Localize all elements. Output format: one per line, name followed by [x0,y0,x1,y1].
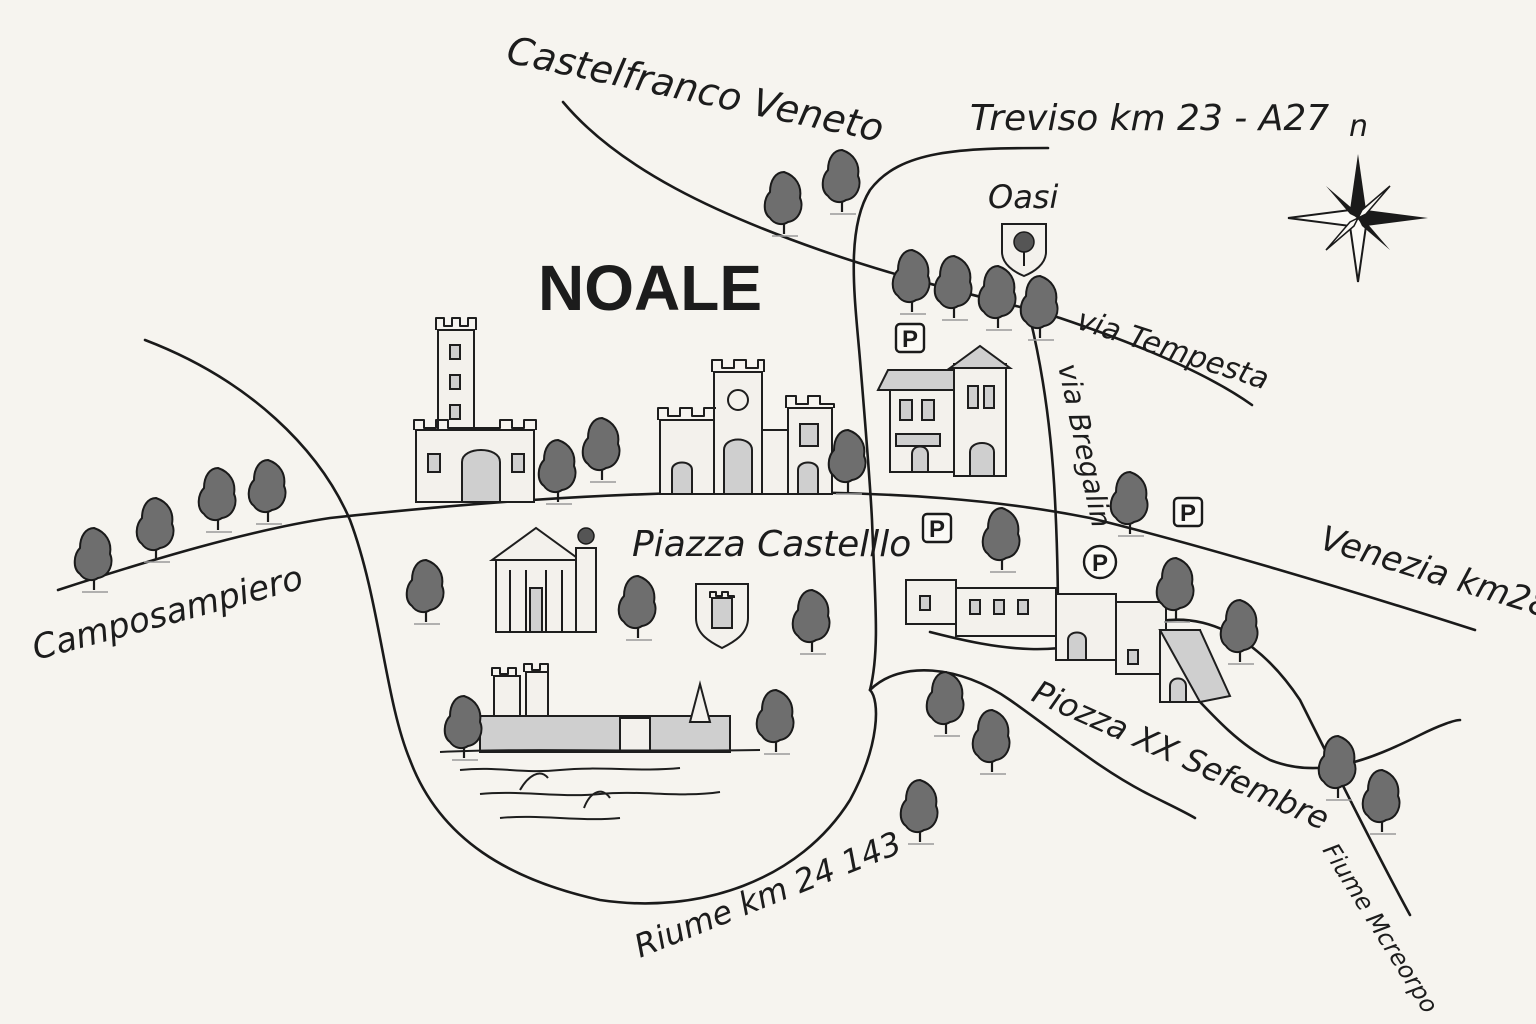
label-riume: Riume km 24 143 [629,824,907,966]
parking-icon: P [921,512,953,544]
parking-icons: P P P P [894,322,1204,580]
label-treviso: Treviso km 23 - A27 [970,98,1329,139]
label-fiume: Fiume Mcreorpo [1317,838,1444,1018]
tree-icon [971,708,1011,776]
tree-icon [933,254,973,322]
castle-tower-west [413,317,537,503]
compass-rose-icon: n [1287,109,1428,283]
parking-icon: P [894,322,926,354]
church-building [488,526,597,633]
tree-icon [925,670,965,738]
label-venezia: Venezia km28 [1315,518,1536,626]
label-piazza-castello: Piazza Castelllo [632,524,911,565]
label-oasi: Oasi [988,178,1058,216]
castle-shield-icon [695,583,749,650]
tree-icon [821,148,861,216]
tree-icon [197,466,237,534]
compass-north-label: n [1349,109,1368,144]
svg-text:P: P [929,516,945,543]
tree-icon [763,170,803,238]
svg-text:P: P [1180,500,1196,527]
arcade-row-buildings [905,579,1232,704]
tree-icon [791,588,831,656]
tree-icon [1361,768,1401,836]
label-via-tempesta: via Tempesta [1073,302,1274,397]
road-camposampiero-loop [143,338,878,905]
tree-icon [899,778,939,846]
tree-icon [617,574,657,642]
tree-icon [247,458,287,526]
tree-icon [1019,274,1059,342]
tree-icon [581,416,621,484]
parking-icon-round: P [1082,544,1118,580]
tree-icon [827,428,867,496]
road-south-east [1158,658,1462,770]
tree-icon [891,248,931,316]
tree-icon [1219,598,1259,666]
road-castelfranco [561,100,1254,407]
castle-moat [439,663,761,821]
tree-icon [977,264,1017,332]
tree-icon [537,438,577,506]
palazzo-building [876,344,1014,477]
label-via-bregalin: via Bregalin [1051,361,1118,531]
road-treviso [852,146,1050,692]
svg-text:P: P [902,326,918,353]
svg-text:P: P [1092,550,1108,577]
label-castelfranco: Castelfranco Veneto [503,28,888,151]
road-piazza-xx [868,669,1197,820]
tree-icon [755,688,795,756]
label-camposampiero: Camposampiero [28,558,307,669]
oasi-shield-icon [1001,223,1047,278]
tree-icon [405,558,445,626]
tree-icon [1109,470,1149,538]
tree-icon [135,496,175,564]
town-name: NOALE [538,252,762,324]
castle-central [657,359,835,495]
tree-icon [981,506,1021,574]
parking-icon: P [1172,496,1204,528]
